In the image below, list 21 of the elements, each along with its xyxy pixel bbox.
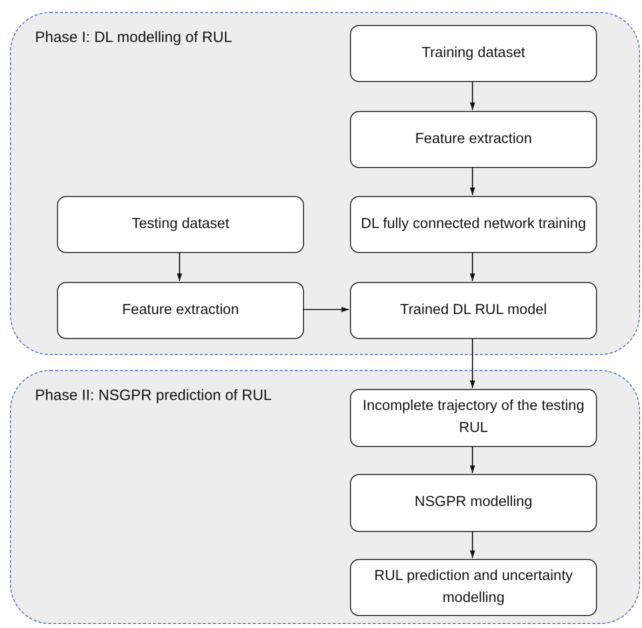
process-box: Training dataset	[350, 25, 597, 82]
process-box: NSGPR modelling	[350, 474, 597, 532]
process-box: DL fully connected network training	[350, 196, 597, 253]
process-box: Feature extraction	[57, 282, 304, 339]
arrow	[470, 446, 476, 473]
phase-title: Phase I: DL modelling of RUL	[35, 29, 232, 46]
process-box: Incomplete trajectory of the testing RUL	[350, 389, 597, 447]
phase-title: Phase II: NSGPR prediction of RUL	[35, 387, 272, 404]
process-box: Feature extraction	[350, 111, 597, 168]
arrow	[176, 252, 182, 281]
arrow	[470, 81, 476, 110]
arrow	[470, 338, 476, 388]
process-box: RUL prediction and uncertainty modelling	[350, 559, 597, 616]
arrow	[303, 306, 349, 312]
process-box: Testing dataset	[57, 196, 304, 253]
phase-panel	[10, 370, 640, 624]
arrow	[470, 531, 476, 558]
arrow	[470, 167, 476, 195]
phase-panel	[10, 12, 640, 355]
process-box: Trained DL RUL model	[350, 282, 597, 339]
arrow	[470, 252, 476, 281]
